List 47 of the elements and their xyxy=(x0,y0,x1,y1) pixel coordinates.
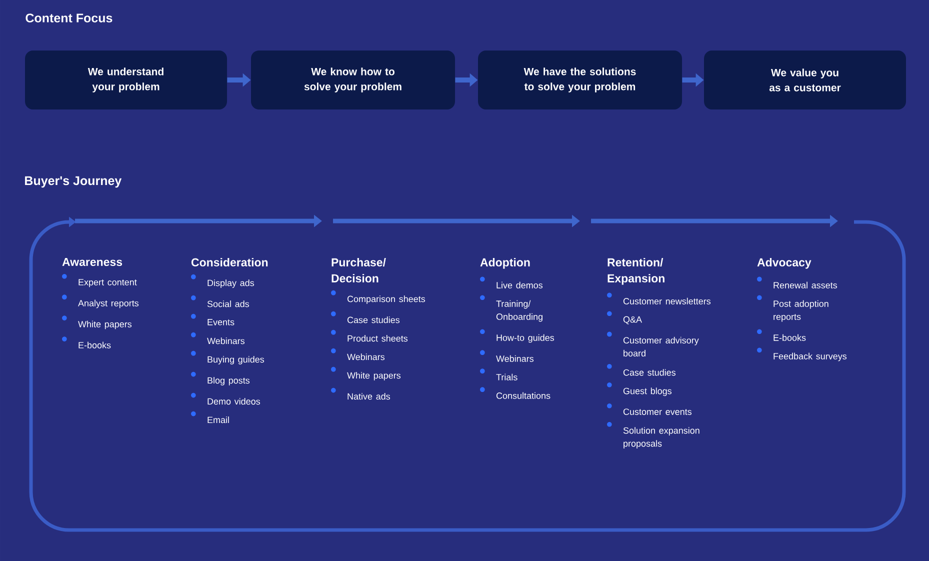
section-heading: Content Focus xyxy=(26,14,112,22)
content-box: We understand your problem xyxy=(25,50,227,110)
bullet-item: Buying guides xyxy=(191,350,264,364)
bullet-item: Post adoption reports xyxy=(757,295,828,322)
stage-heading: Advocacy xyxy=(757,258,812,269)
bullet-item: Training/ Onboarding xyxy=(480,295,542,322)
bullet-item: White papers xyxy=(62,316,132,330)
stage-heading: Awareness xyxy=(62,258,122,266)
bullet-item: Live demos xyxy=(480,276,543,288)
bullet-item: Renewal assets xyxy=(757,276,838,288)
stage-heading: Purchase/ Decision xyxy=(332,258,386,282)
bullet-item: Demo videos xyxy=(191,392,260,405)
stage-heading: Consideration xyxy=(191,258,268,266)
node-label: Buyer's Journey xyxy=(25,176,122,188)
bullet-item: Guest blogs xyxy=(607,382,672,396)
bullet-item: Trials xyxy=(480,368,518,380)
stage-heading: Adoption xyxy=(480,258,530,269)
bullet-item: Social ads xyxy=(191,295,250,308)
content-box: We value you as a customer xyxy=(704,50,906,110)
bullet-item: Webinars xyxy=(331,348,385,360)
bullet-item: Customer newsletters xyxy=(607,292,711,304)
bullet-item: Q&A xyxy=(607,311,642,324)
bullet-item: Comparison sheets xyxy=(331,290,426,304)
bullet-item: Analyst reports xyxy=(62,294,139,308)
bullet-item: Case studies xyxy=(331,311,400,324)
bullet-item: Display ads xyxy=(191,274,254,288)
bullet-item: E-books xyxy=(62,336,111,348)
bullet-item: Customer events xyxy=(607,403,692,415)
bullet-item: Webinars xyxy=(191,332,245,344)
bullet-item: How-to guides xyxy=(480,329,554,343)
content-box: We know how to solve your problem xyxy=(251,50,455,110)
bullet-item: Blog posts xyxy=(191,372,250,386)
bullet-item: Feedback surveys xyxy=(757,348,847,362)
bullet-item: White papers xyxy=(331,366,401,380)
bullet-item: Consultations xyxy=(480,387,550,399)
bullet-item: Product sheets xyxy=(331,330,408,342)
bullet-item: Case studies xyxy=(607,364,676,376)
bullet-item: Solution expansion proposals xyxy=(607,422,700,448)
bullet-item: Expert content xyxy=(62,274,137,288)
content-box: We have the solutions to solve your problem xyxy=(478,50,682,110)
bullet-item: Customer advisory board xyxy=(607,332,699,356)
bullet-item: Email xyxy=(191,411,229,424)
bullet-item: Native ads xyxy=(331,388,390,400)
bullet-item: Webinars xyxy=(480,350,534,362)
bullet-item: Events xyxy=(191,314,234,326)
bullet-item: E-books xyxy=(757,329,806,341)
stage-heading: Retention/ Expansion xyxy=(608,258,664,285)
